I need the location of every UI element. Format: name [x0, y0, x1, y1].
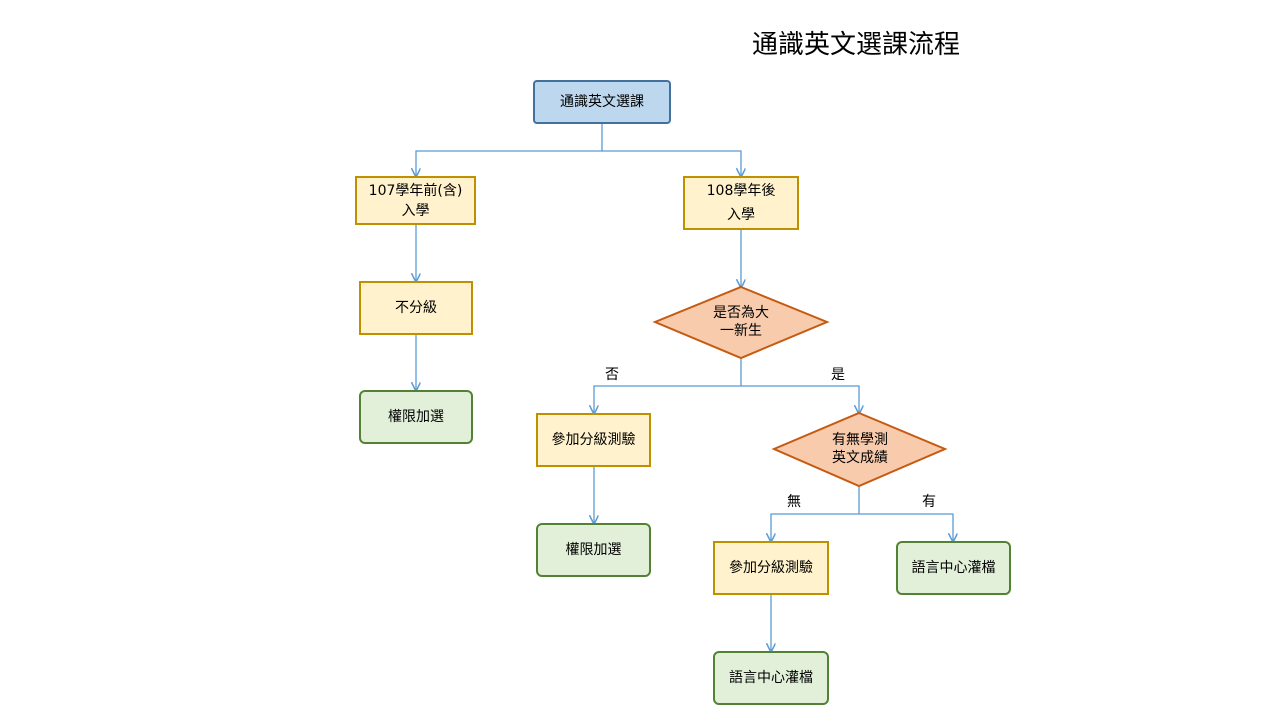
node-permission-add-mid: 權限加選 [536, 523, 651, 577]
edge-label-gsat-no: 無 [787, 494, 801, 510]
decision-gsat-shape [771, 411, 948, 488]
edge-label-gsat-yes: 有 [922, 494, 936, 510]
connector-start-split [416, 124, 603, 176]
connector-start-right [602, 150, 741, 176]
decision-freshman-shape [652, 285, 830, 360]
start-node: 通識英文選課 [533, 80, 671, 124]
node-no-level: 不分級 [359, 281, 473, 335]
connector-freshman-no [594, 358, 742, 413]
edge-label-freshman-yes: 是 [831, 367, 845, 383]
node-after-108: 108學年後 入學 [683, 176, 799, 230]
node-permission-add-left: 權限加選 [359, 390, 473, 444]
node-language-center-right: 語言中心灌檔 [896, 541, 1011, 595]
node-language-center-bottom: 語言中心灌檔 [713, 651, 829, 705]
node-placement-test-right: 參加分級測驗 [713, 541, 829, 595]
diagram-title: 通識英文選課流程 [752, 30, 961, 60]
connector-freshman-yes [741, 385, 859, 413]
decision-freshman: 是否為大 一新生 [713, 305, 769, 339]
connector-gsat-no [771, 486, 860, 541]
node-placement-test-left: 參加分級測驗 [536, 413, 651, 467]
node-before-107: 107學年前(含) 入學 [355, 176, 476, 225]
decision-gsat-english: 有無學測 英文成績 [832, 432, 888, 466]
connector-gsat-yes [859, 513, 953, 541]
edge-label-freshman-no: 否 [605, 367, 619, 383]
